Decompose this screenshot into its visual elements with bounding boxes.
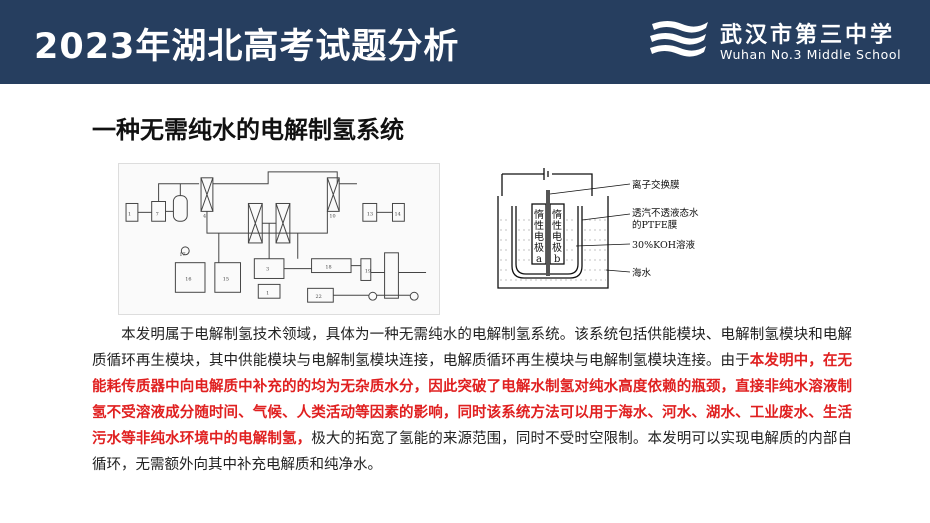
electrolysis-cell-figure: 惰 性 电 极 a 惰 性 电 极 b 离子交换膜 透汽不透液态水 的PTFE膜… [497, 168, 699, 289]
electrode-b-char: b [554, 254, 560, 265]
section-title: 一种无需纯水的电解制氢系统 [92, 116, 404, 144]
svg-text:13: 13 [367, 211, 373, 217]
label-seawater: 海水 [632, 267, 652, 279]
svg-text:22: 22 [316, 294, 322, 300]
svg-text:7: 7 [156, 211, 159, 217]
svg-text:1: 1 [266, 290, 269, 296]
body-text-part1: 本发明属于电解制氢技术领域，具体为一种无需纯水的电解制氢系统。该系统包括供能模块… [92, 327, 852, 369]
body-paragraph: 本发明属于电解制氢技术领域，具体为一种无需纯水的电解制氢系统。该系统包括供能模块… [92, 322, 852, 478]
svg-text:1: 1 [128, 211, 131, 217]
label-ptfe-line2: 的PTFE膜 [632, 219, 678, 231]
electrode-a-char: 性 [534, 219, 544, 232]
label-koh-solution: 30%KOH溶液 [632, 239, 696, 251]
body-text-highlight: 本发明中，在无能耗传质器中向电解质中补充的的均为无杂质水分，因此突破了电解水制氢… [92, 353, 853, 447]
svg-text:10: 10 [329, 213, 335, 219]
electrode-a-char: 电 [534, 230, 544, 243]
electrode-a-char: a [536, 254, 542, 265]
svg-text:19: 19 [365, 269, 371, 275]
svg-text:14: 14 [394, 211, 400, 217]
label-ion-exchange-membrane: 离子交换膜 [632, 179, 680, 191]
svg-text:15: 15 [223, 276, 229, 282]
svg-text:3: 3 [266, 267, 269, 273]
electrode-b-char: 电 [552, 230, 562, 243]
svg-text:17: 17 [179, 252, 185, 258]
electrode-b-char: 惰 [552, 208, 562, 221]
svg-text:18: 18 [325, 265, 331, 271]
electrode-a-char: 惰 [534, 208, 544, 221]
electrode-a-char: 极 [534, 241, 544, 254]
school-emblem-icon [650, 21, 708, 57]
page-title: 2023年湖北高考试题分析 [34, 27, 460, 67]
electrode-b-char: 性 [552, 219, 562, 232]
label-ptfe-line1: 透汽不透液态水 [632, 207, 699, 219]
electrode-b-char: 极 [552, 241, 562, 254]
header-bar: 2023年湖北高考试题分析 武汉市第三中学 Wuhan No.3 Middle … [0, 0, 930, 84]
body-text-part2: 极大的拓宽了氢能的来源范围，同时不受时空限制。本发明可以实现电解质的内部自循环，… [92, 431, 852, 473]
svg-text:16: 16 [185, 276, 191, 282]
school-name-en: Wuhan No.3 Middle School [720, 47, 902, 62]
school-logo: 武汉市第三中学 Wuhan No.3 Middle School [648, 14, 918, 70]
school-name-cn: 武汉市第三中学 [720, 22, 896, 48]
svg-text:4: 4 [203, 213, 206, 219]
